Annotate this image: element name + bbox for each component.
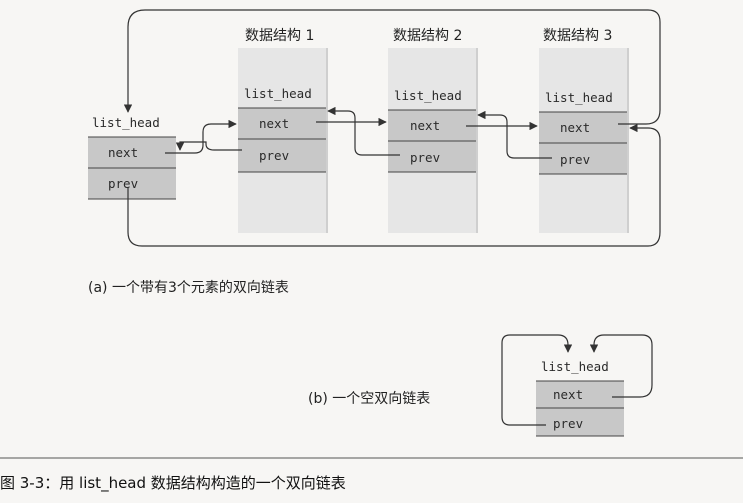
- list-a-links: [123, 9, 661, 247]
- list-head-a-prev: prev: [108, 176, 138, 191]
- struct-2-prev: prev: [410, 150, 440, 165]
- list-head-a-title: list_head: [92, 115, 160, 130]
- caption-a: (a) 一个带有3个元素的双向链表: [88, 280, 289, 296]
- struct-2-title: list_head: [394, 88, 462, 103]
- list-head-b-next: next: [553, 387, 583, 402]
- struct-2: list_head next prev: [388, 48, 478, 233]
- list-b-links: [501, 334, 653, 426]
- list-head-a-next: next: [108, 145, 138, 160]
- list-head-b: list_head next prev: [536, 359, 624, 437]
- struct-3: list_head next prev: [539, 48, 629, 233]
- struct-3-title: list_head: [545, 90, 613, 105]
- struct-1: list_head next prev: [238, 48, 328, 233]
- struct-1-title: list_head: [244, 86, 312, 101]
- struct-2-next: next: [410, 118, 440, 133]
- struct-3-prev: prev: [560, 152, 590, 167]
- struct-1-prev: prev: [259, 148, 289, 163]
- list-head-a: list_head next prev: [88, 115, 176, 200]
- figure-caption: 图 3-3：用 list_head 数据结构构造的一个双向链表: [0, 474, 346, 493]
- struct-1-next: next: [259, 116, 289, 131]
- list-head-b-prev: prev: [553, 416, 583, 431]
- caption-b: (b) 一个空双向链表: [308, 391, 430, 407]
- list-head-b-title: list_head: [541, 359, 609, 374]
- struct-3-header: 数据结构 3: [543, 28, 612, 44]
- struct-3-next: next: [560, 120, 590, 135]
- struct-1-header: 数据结构 1: [245, 28, 314, 44]
- struct-2-header: 数据结构 2: [393, 28, 462, 44]
